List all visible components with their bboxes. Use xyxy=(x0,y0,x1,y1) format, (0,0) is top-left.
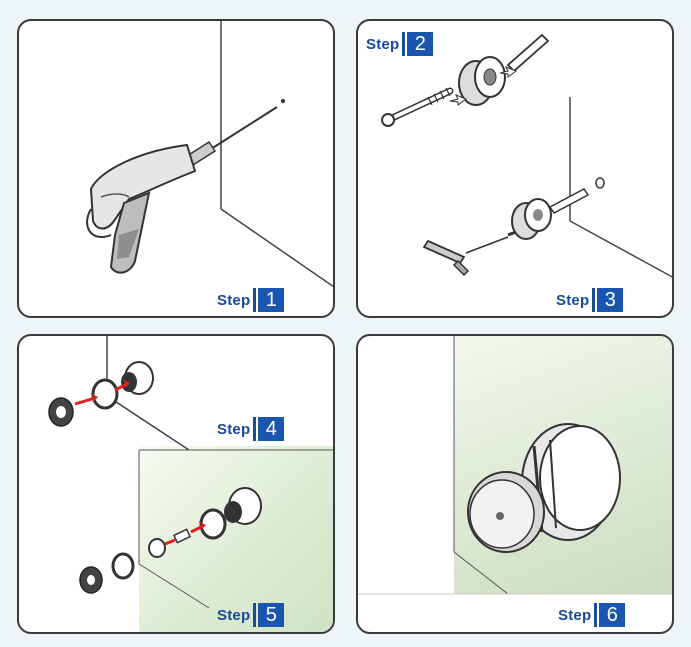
panel-step-6: Step 6 xyxy=(356,334,674,634)
step-word: Step xyxy=(366,35,400,53)
installed-fitting-illustration xyxy=(358,336,672,595)
step-number: 3 xyxy=(597,288,624,312)
step-label-4: Step 4 xyxy=(217,416,285,442)
drill-illustration xyxy=(86,21,333,288)
step-label-6: Step 6 xyxy=(558,602,626,628)
step-number: 4 xyxy=(258,417,285,441)
cap-mount-illustration xyxy=(48,336,333,609)
glass-pane xyxy=(139,446,333,632)
step-number: 1 xyxy=(258,288,285,312)
step-number: 2 xyxy=(407,32,434,56)
step-divider xyxy=(253,288,257,312)
step-word: Step xyxy=(217,420,251,438)
step-divider xyxy=(253,603,257,627)
step-number: 6 xyxy=(599,603,626,627)
step-divider xyxy=(253,417,257,441)
anchor-assembly-illustration xyxy=(381,33,672,278)
panel-step-2-3: Step 2 Step 3 xyxy=(356,19,674,318)
step-number: 5 xyxy=(258,603,285,627)
step-word: Step xyxy=(558,606,592,624)
step-label-3: Step 3 xyxy=(556,287,624,313)
step-label-2: Step 2 xyxy=(366,31,434,57)
step-label-1: Step 1 xyxy=(217,287,285,313)
panel-step-4-5: Step 4 Step 5 xyxy=(17,334,335,634)
step-word: Step xyxy=(217,291,251,309)
step-word: Step xyxy=(217,606,251,624)
step-divider xyxy=(594,603,598,627)
step-divider xyxy=(592,288,596,312)
step-label-5: Step 5 xyxy=(217,602,285,628)
panel-step-1: Step 1 xyxy=(17,19,335,318)
step-divider xyxy=(402,32,406,56)
step-word: Step xyxy=(556,291,590,309)
